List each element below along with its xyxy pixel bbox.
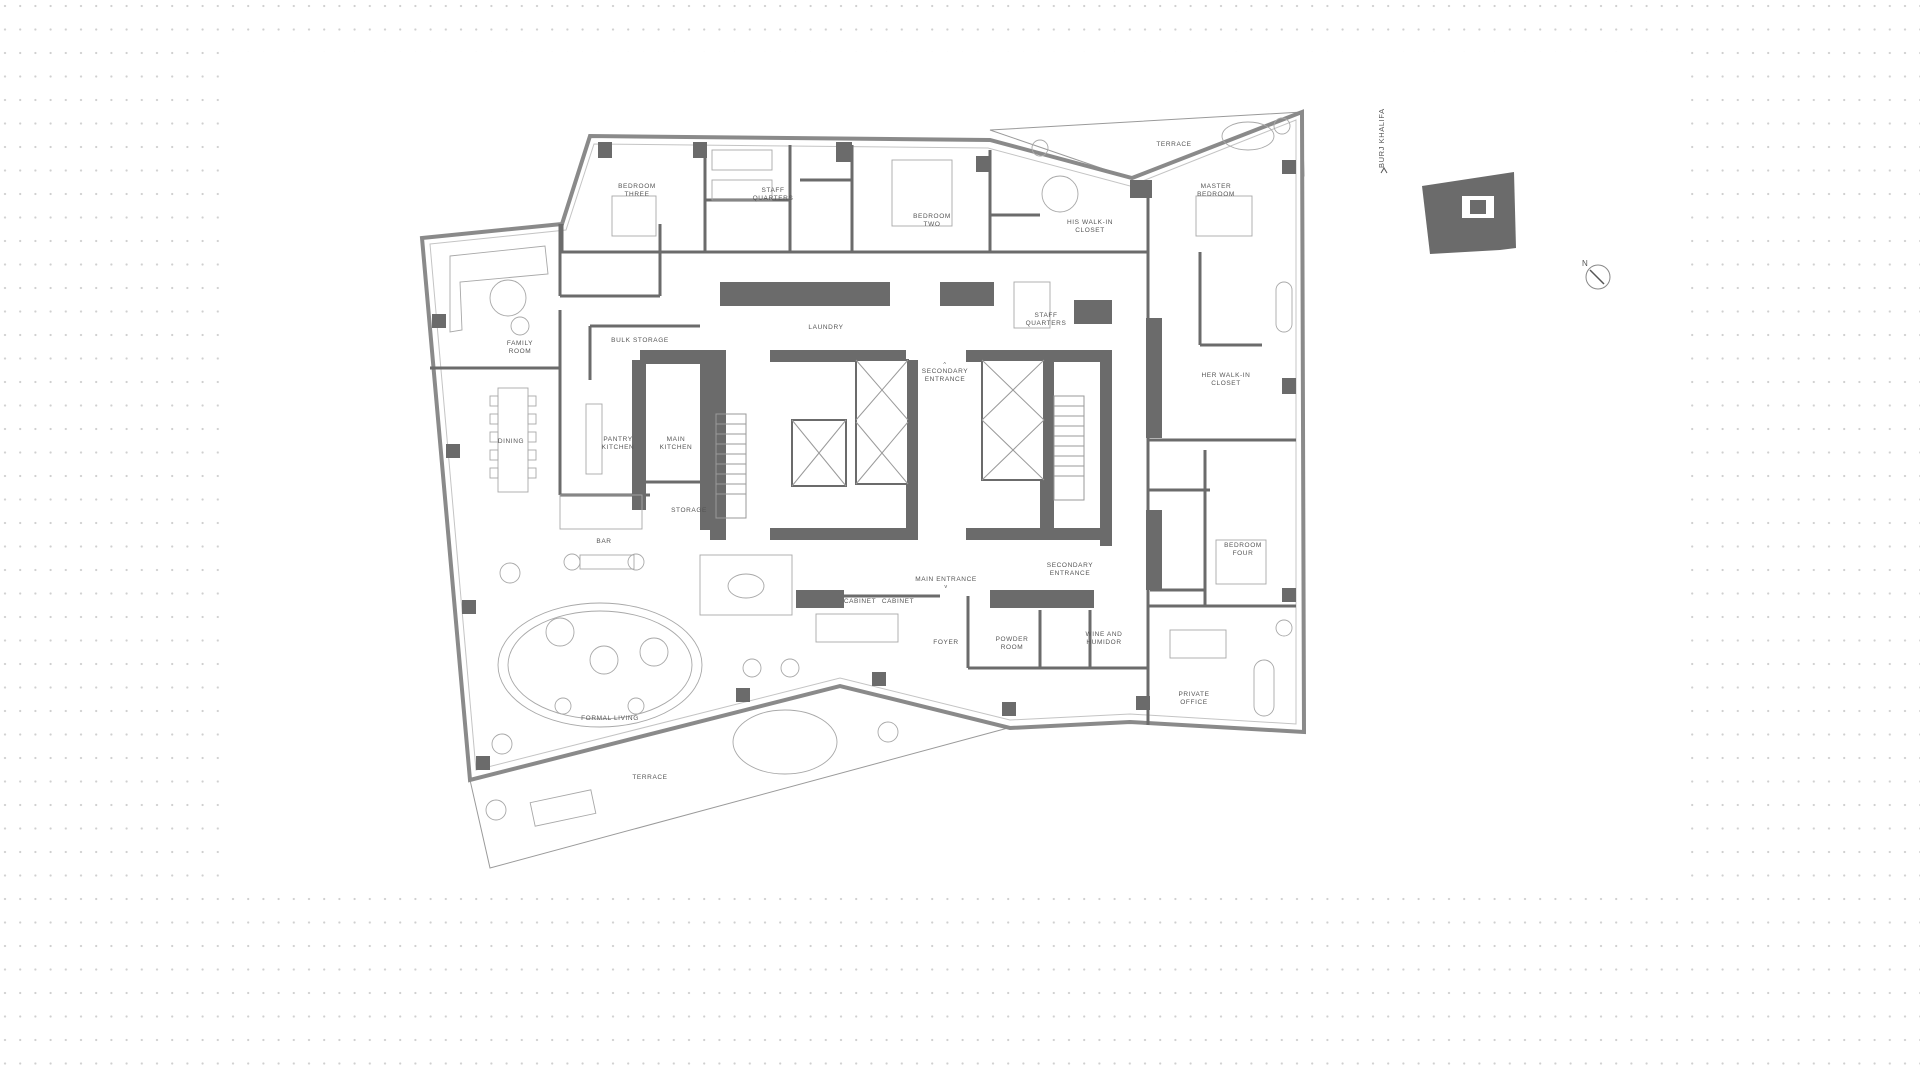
label-secondary-entrance-right-2: ENTRANCE bbox=[1050, 570, 1091, 577]
north-arrow-icon: N bbox=[1582, 259, 1611, 290]
label-bar: BAR bbox=[596, 538, 611, 545]
label-dining: DINING bbox=[498, 438, 524, 445]
label-bulk-storage: BULK STORAGE bbox=[611, 337, 669, 344]
label-main-kitchen-2: KITCHEN bbox=[660, 444, 693, 451]
chevron-up-icon: ^ bbox=[943, 362, 946, 368]
label-her-walk-in-2: CLOSET bbox=[1211, 380, 1241, 387]
label-her-walk-in-1: HER WALK-IN bbox=[1202, 372, 1251, 379]
label-terrace-top: TERRACE bbox=[1156, 141, 1191, 148]
label-wine-humidor-1: WINE AND bbox=[1086, 631, 1123, 638]
label-secondary-entrance-top-2: ENTRANCE bbox=[925, 376, 966, 383]
burj-khalifa-indicator: BURJ KHALIFA bbox=[1377, 108, 1388, 174]
label-cabinet-2: CABINET bbox=[882, 598, 914, 605]
key-plan bbox=[1422, 172, 1516, 254]
label-pantry-kitchen-2: KITCHEN bbox=[602, 444, 635, 451]
label-formal-living: FORMAL LIVING bbox=[581, 715, 639, 722]
label-powder-room-1: POWDER bbox=[996, 636, 1029, 643]
columns bbox=[432, 142, 1296, 770]
label-storage: STORAGE bbox=[671, 507, 707, 514]
label-pantry-kitchen-1: PANTRY bbox=[603, 436, 632, 443]
label-master-bedroom-1: MASTER bbox=[1201, 183, 1232, 190]
label-bedroom-three-1: BEDROOM bbox=[618, 183, 656, 190]
label-secondary-entrance-top-1: SECONDARY bbox=[922, 368, 969, 375]
label-main-kitchen-1: MAIN bbox=[667, 436, 686, 443]
label-powder-room-2: ROOM bbox=[1001, 644, 1024, 651]
label-bedroom-four-1: BEDROOM bbox=[1224, 542, 1262, 549]
label-bedroom-two-2: TWO bbox=[924, 221, 941, 228]
label-staff-quarters-mid-2: QUARTERS bbox=[1026, 320, 1067, 327]
label-cabinet-1: CABINET bbox=[844, 598, 876, 605]
chevron-up-icon bbox=[1380, 167, 1388, 174]
label-bedroom-three-2: THREE bbox=[624, 191, 649, 198]
label-bedroom-four-2: FOUR bbox=[1233, 550, 1254, 557]
label-staff-quarters-top-2: QUARTERS bbox=[753, 195, 794, 202]
label-family-room-2: ROOM bbox=[509, 348, 532, 355]
label-family-room-1: FAMILY bbox=[507, 340, 533, 347]
apartment-inner-outline bbox=[429, 119, 1297, 771]
label-secondary-entrance-right-1: SECONDARY bbox=[1047, 562, 1094, 569]
label-private-office-2: OFFICE bbox=[1180, 699, 1207, 706]
label-wine-humidor-2: HUMIDOR bbox=[1086, 639, 1121, 646]
furniture bbox=[449, 117, 1293, 827]
label-staff-quarters-mid-1: STAFF bbox=[1034, 312, 1057, 319]
label-foyer: FOYER bbox=[933, 639, 958, 646]
label-staff-quarters-top-1: STAFF bbox=[761, 187, 784, 194]
label-master-bedroom-2: BEDROOM bbox=[1197, 191, 1235, 198]
label-main-entrance: MAIN ENTRANCE bbox=[915, 576, 977, 583]
label-bedroom-two-1: BEDROOM bbox=[913, 213, 951, 220]
label-private-office-1: PRIVATE bbox=[1178, 691, 1209, 698]
building-core bbox=[710, 282, 1162, 608]
label-terrace-bottom: TERRACE bbox=[632, 774, 667, 781]
chevron-down-icon: v bbox=[944, 584, 947, 590]
room-labels: BEDROOM THREE STAFF QUARTERS BEDROOM TWO… bbox=[498, 141, 1262, 781]
label-laundry: LAUNDRY bbox=[808, 324, 843, 331]
north-label: N bbox=[1582, 259, 1588, 268]
label-his-walk-in-1: HIS WALK-IN bbox=[1067, 219, 1113, 226]
burj-khalifa-label: BURJ KHALIFA bbox=[1377, 108, 1386, 168]
label-his-walk-in-2: CLOSET bbox=[1075, 227, 1105, 234]
